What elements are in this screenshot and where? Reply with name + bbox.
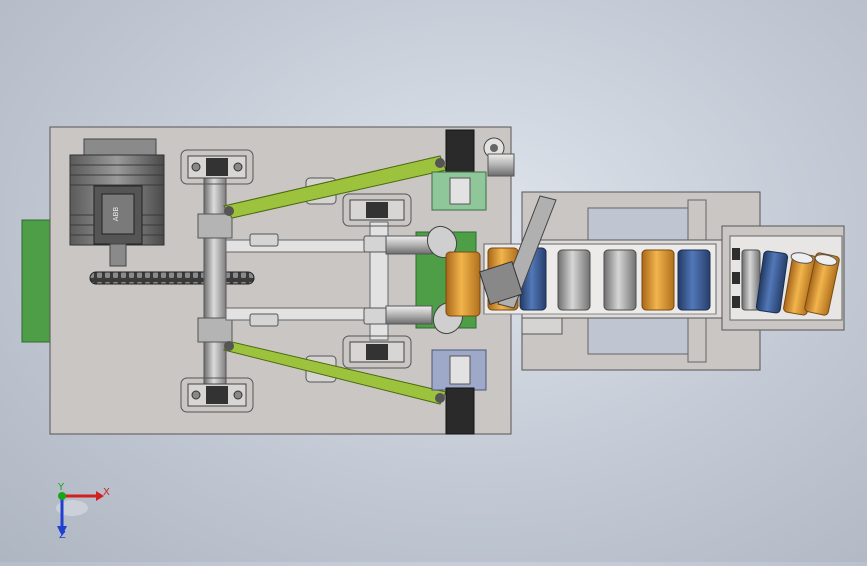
can — [804, 252, 840, 316]
slider-block-top[interactable] — [431, 129, 487, 211]
drive-chain — [89, 271, 255, 285]
can — [603, 249, 637, 311]
bearing-block-mid-top — [342, 193, 412, 227]
can — [557, 249, 591, 311]
idler-roller-top — [483, 137, 515, 177]
clamped-can — [445, 251, 481, 317]
electric-motor[interactable]: ABB — [69, 138, 165, 267]
bearing-block-bottom-left — [180, 377, 254, 413]
side-panel — [21, 219, 51, 343]
bearing-block-top-left — [180, 149, 254, 185]
axis-z-label: Z — [59, 530, 66, 541]
can — [755, 250, 789, 314]
main-shaft — [203, 169, 227, 393]
feed-hopper[interactable] — [721, 225, 845, 331]
guide-bracket — [521, 317, 563, 335]
can — [677, 249, 711, 311]
pusher-arm[interactable] — [478, 195, 557, 309]
can-row — [487, 247, 711, 311]
axis-y-label: Y — [58, 482, 65, 493]
bearing-block-mid-bottom — [342, 335, 412, 369]
motor-nameplate: ABB — [112, 207, 120, 222]
axis-x-label: X — [103, 487, 110, 498]
slider-block-bottom[interactable] — [431, 349, 487, 435]
coordinate-triad — [56, 491, 104, 536]
can — [641, 249, 675, 311]
